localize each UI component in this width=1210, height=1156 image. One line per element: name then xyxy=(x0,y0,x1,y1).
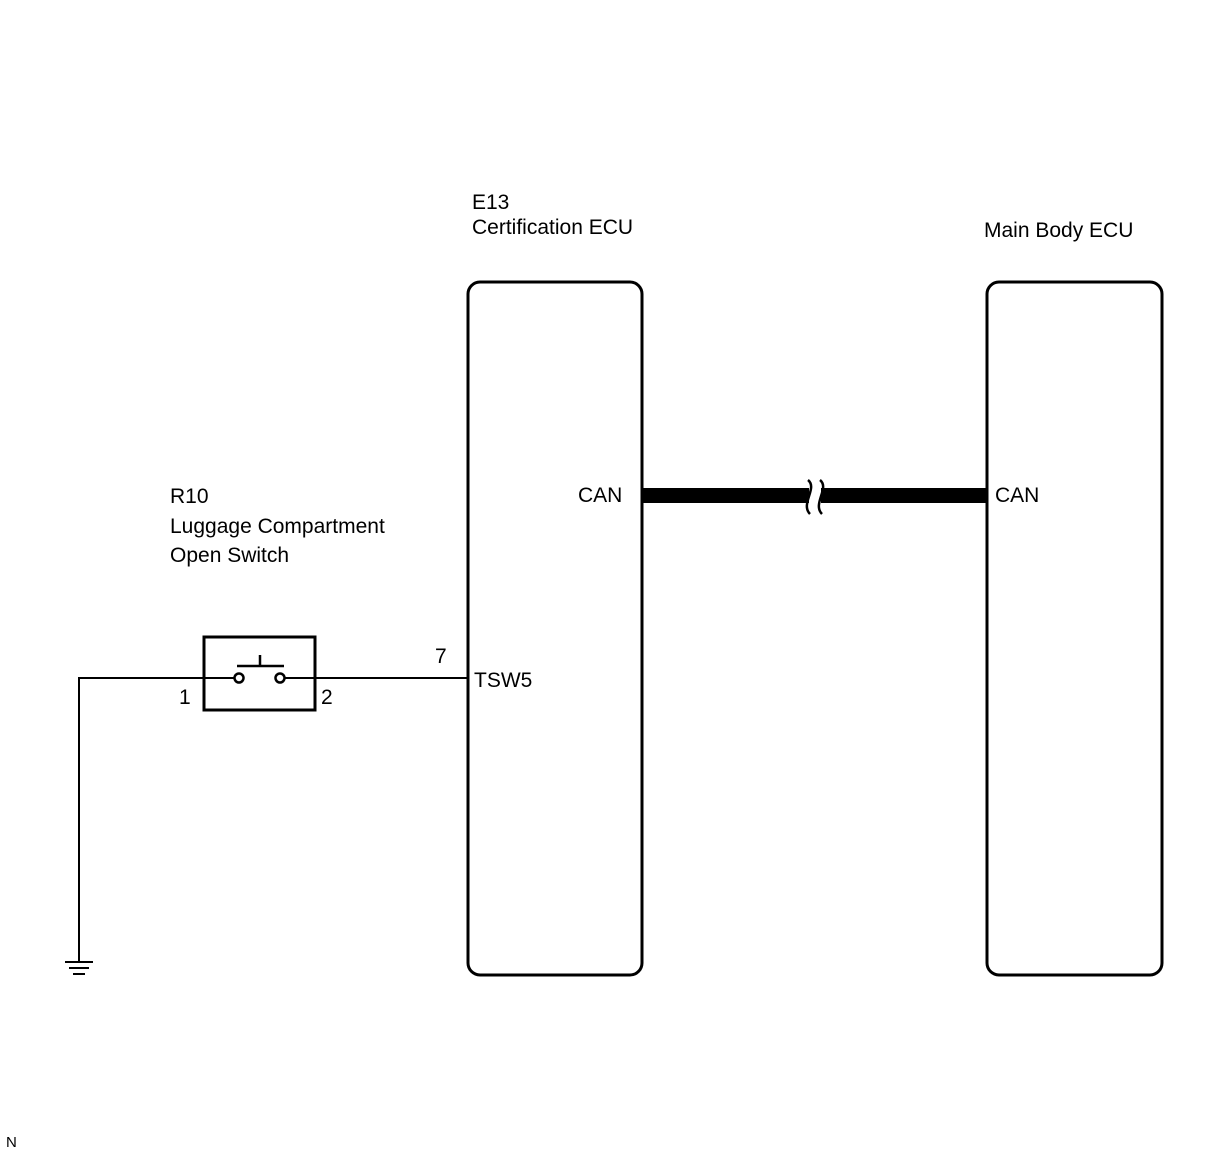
switch-pin-2: 2 xyxy=(321,686,333,709)
certification-ecu-name: Certification ECU xyxy=(472,216,633,239)
main-body-ecu-name: Main Body ECU xyxy=(984,219,1133,242)
ground-icon xyxy=(65,961,93,975)
corner-mark: N xyxy=(6,1134,17,1151)
tsw5-pin-number: 7 xyxy=(435,645,447,668)
certification-ecu-can-pin: CAN xyxy=(578,484,622,507)
wire-switch-to-ground xyxy=(78,677,235,962)
switch-code: R10 xyxy=(170,485,209,508)
push-switch-symbol xyxy=(202,635,317,712)
switch-name-line1: Luggage Compartment xyxy=(170,515,385,538)
tsw5-pin-label: TSW5 xyxy=(474,669,532,692)
main-body-ecu-can-pin: CAN xyxy=(995,484,1039,507)
certification-ecu-code: E13 xyxy=(472,191,509,214)
switch-name-line2: Open Switch xyxy=(170,544,289,567)
can-bus-line xyxy=(642,479,987,515)
main-body-ecu-box xyxy=(985,280,1164,977)
switch-pin-1: 1 xyxy=(179,686,191,709)
certification-ecu-box xyxy=(466,280,644,977)
